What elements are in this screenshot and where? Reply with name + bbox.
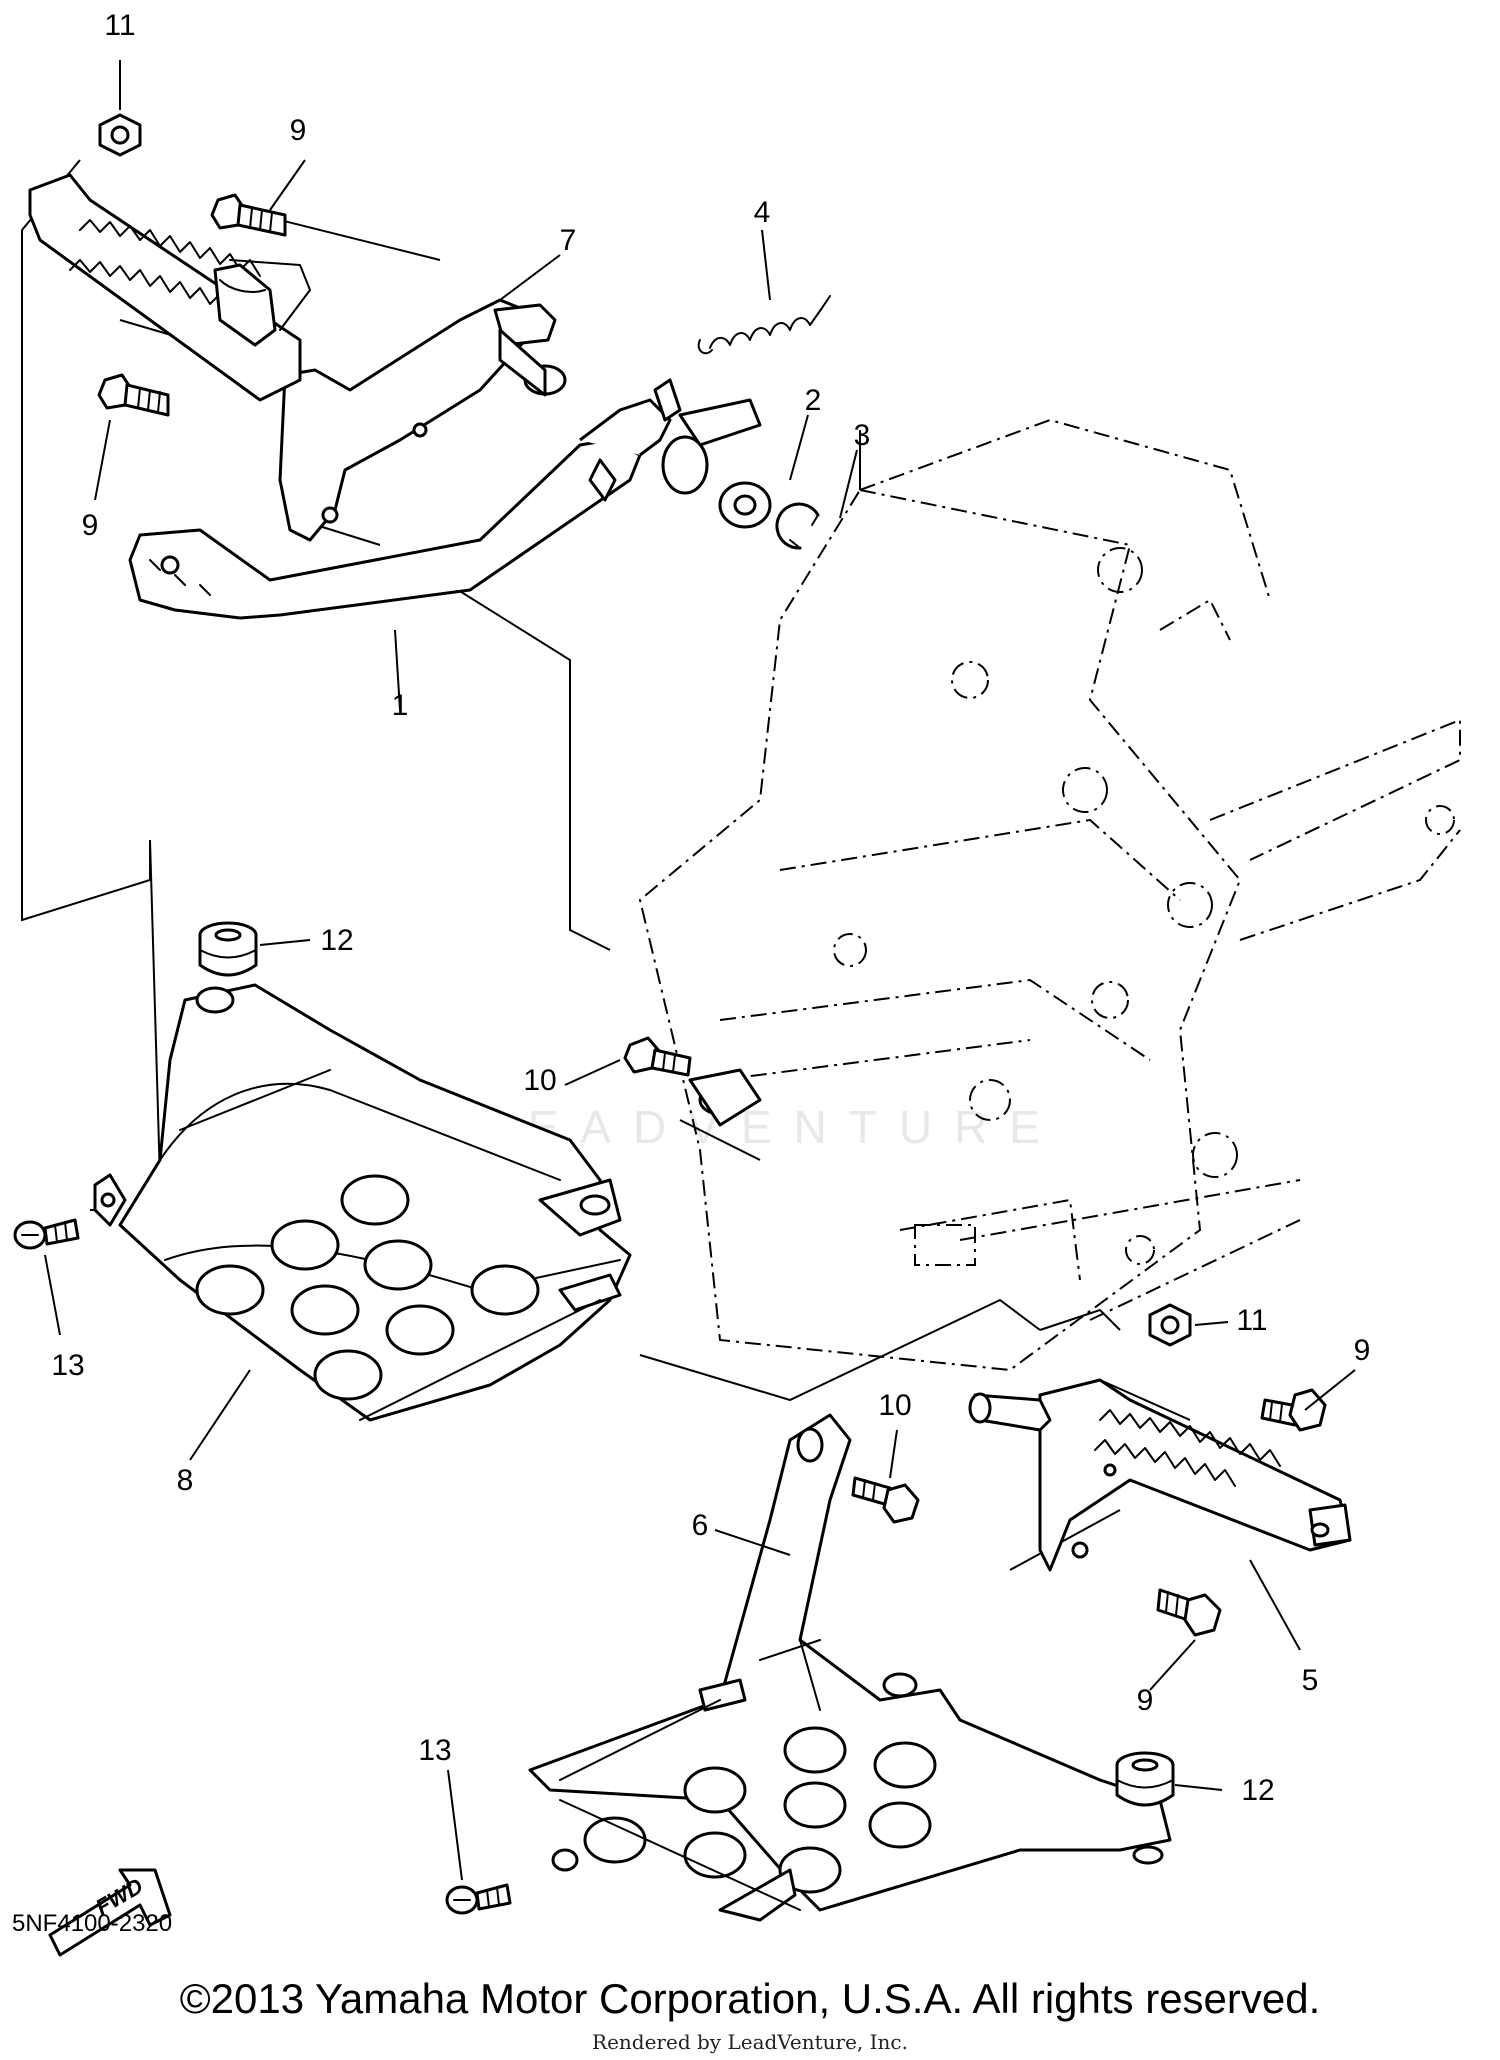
footpeg-upper-left: [28, 173, 311, 402]
label-part-12-left: 12: [320, 924, 353, 957]
label-part-4: 4: [754, 196, 771, 229]
washer: [718, 481, 772, 529]
bolt-right-b: [1156, 1588, 1222, 1637]
label-leaders: [44, 60, 1356, 1881]
label-part-11-right: 11: [1236, 1304, 1267, 1337]
footpeg-right: [968, 1378, 1352, 1572]
bolt-right-a: [1260, 1388, 1327, 1432]
return-spring: [697, 295, 831, 355]
label-part-2: 2: [805, 384, 822, 417]
label-part-6: 6: [692, 1509, 709, 1542]
label-part-1: 1: [392, 689, 409, 722]
rubber-grommet-left: [198, 921, 258, 977]
rendered-by-notice: Rendered by LeadVenture, Inc.: [592, 2030, 908, 2054]
screw-right: [445, 1848, 579, 1915]
part-number-labels: 1 2 3 4 5 6 7 8 9 9 9 9 10 10 11 11 12 1…: [51, 9, 1370, 1807]
bolt-10-upper: [623, 1036, 692, 1077]
nut-right: [1148, 1303, 1192, 1347]
brake-pedal: [128, 378, 762, 620]
label-part-10-lower: 10: [878, 1389, 911, 1422]
label-part-13-left: 13: [51, 1349, 84, 1382]
frame-outline: [638, 418, 1461, 1372]
label-part-5: 5: [1302, 1664, 1319, 1697]
footrest-plate-right: [528, 1413, 1172, 1922]
label-part-9-right: 9: [1354, 1334, 1371, 1367]
label-part-12-right: 12: [1241, 1774, 1274, 1807]
bolt-upper-a: [210, 193, 287, 237]
rubber-grommet-right: [1115, 1751, 1175, 1807]
footrest-bracket-left: [278, 298, 567, 542]
label-part-9-left: 9: [82, 509, 99, 542]
footrest-plate-left: [118, 983, 762, 1422]
bolt-10-lower: [851, 1476, 920, 1524]
nut-upper-left: [98, 113, 142, 157]
label-part-3: 3: [854, 419, 871, 452]
label-part-9-top: 9: [290, 114, 307, 147]
diagram-code: 5NF4100-2320: [12, 1910, 173, 1937]
label-part-8: 8: [177, 1464, 194, 1497]
assembly-lines: [21, 159, 1191, 1571]
copyright-notice: ©2013 Yamaha Motor Corporation, U.S.A. A…: [179, 1975, 1321, 2022]
label-part-9-bottom: 9: [1137, 1684, 1154, 1717]
screw-left: [13, 1173, 127, 1250]
label-part-11-upper: 11: [104, 9, 135, 42]
label-part-7: 7: [560, 224, 577, 257]
circlip: [775, 502, 820, 550]
label-part-10-upper: 10: [523, 1064, 556, 1097]
label-part-13-right: 13: [418, 1734, 451, 1767]
bolt-upper-b: [97, 373, 170, 417]
fwd-arrow: FWD: [48, 1868, 172, 1957]
